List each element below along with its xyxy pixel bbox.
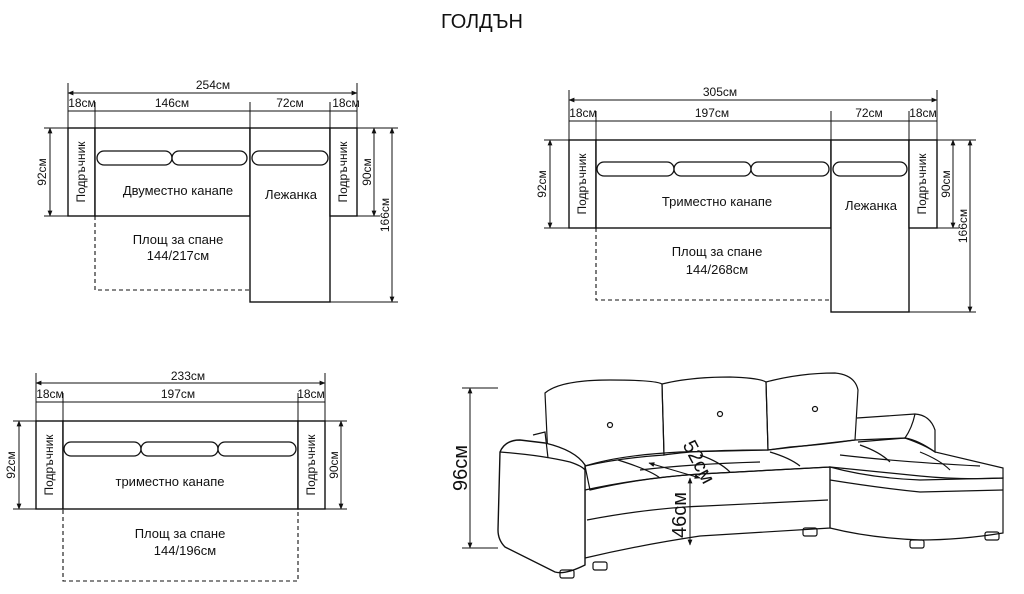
sofa-perspective-illustration: 96см 52см 46см xyxy=(450,372,1004,579)
depth-inner: 90см xyxy=(360,158,374,186)
sofa-label: Двуместно канапе xyxy=(123,183,233,198)
sofa-label: Триместно канапе xyxy=(662,194,772,209)
armrest-right-label: Подръчник xyxy=(304,434,318,496)
sleep-area-outline xyxy=(595,228,831,301)
armrest-right-label: Подръчник xyxy=(915,153,929,215)
sleep-area-label: Площ за спане xyxy=(133,232,224,247)
sleep-area-size: 144/217см xyxy=(147,248,209,263)
depth-left: 92см xyxy=(535,170,549,198)
total-width-label: 305см xyxy=(703,85,737,99)
depth-left: 92см xyxy=(4,451,18,479)
armrest-right xyxy=(908,139,938,229)
diagram-three-seater-corner: 305см 18см 197см 72см 18см Подръчник Под… xyxy=(535,85,976,313)
diagram-three-seater-straight: 233см 18см 197см 18см Подръчник Подръчни… xyxy=(4,369,347,582)
sleep-area-label: Площ за спане xyxy=(672,244,763,259)
depth-total: 166см xyxy=(956,209,970,243)
depth-right: 90см xyxy=(327,451,341,479)
diagram-two-seater-corner: 254см 18см 146см 72см 18см Подръчник Под… xyxy=(35,78,398,303)
armrest-left xyxy=(35,420,64,510)
lounger-label: Лежанка xyxy=(845,198,898,213)
lounger-width: 72см xyxy=(855,106,883,120)
sleep-area-outline xyxy=(62,508,299,582)
armrest-left-label: Подръчник xyxy=(575,153,589,215)
total-width-label: 233см xyxy=(171,369,205,383)
armrest-right-label: Подръчник xyxy=(336,141,350,203)
armrest-right-width: 18см xyxy=(297,387,325,401)
lounger-label: Лежанка xyxy=(265,187,318,202)
armrest-left-width: 18см xyxy=(569,106,597,120)
sofa-width: 197см xyxy=(161,387,195,401)
sleep-area-size: 144/268см xyxy=(686,262,748,277)
sofa-body xyxy=(595,139,832,229)
sofa-body xyxy=(94,127,251,217)
sofa-label: триместно канапе xyxy=(116,474,225,489)
sleep-area-size: 144/196см xyxy=(154,543,216,558)
armrest-left xyxy=(67,127,96,217)
armrest-right xyxy=(297,420,326,510)
armrest-left xyxy=(568,139,597,229)
back-cushion-2 xyxy=(661,376,769,456)
back-cushion-3 xyxy=(765,372,859,451)
armrest-right xyxy=(329,127,358,217)
armrest-right-width: 18см xyxy=(909,106,937,120)
page-title: ГОЛДЪН xyxy=(441,11,523,33)
sofa-body xyxy=(62,420,299,510)
seat-depth: 52см xyxy=(678,437,719,488)
depth-inner: 90см xyxy=(939,170,953,198)
depth-left: 92см xyxy=(35,158,49,186)
armrest-left-label: Подръчник xyxy=(42,434,56,496)
armrest-right-width: 18см xyxy=(332,96,360,110)
sleep-area-outline xyxy=(94,216,250,291)
lounger-width: 72см xyxy=(276,96,304,110)
armrest-left-width: 18см xyxy=(68,96,96,110)
total-width-label: 254см xyxy=(196,78,230,92)
chaise-front xyxy=(829,466,1004,541)
depth-total: 166см xyxy=(378,198,392,232)
height-total: 96см xyxy=(450,445,472,491)
sleep-area-label: Площ за спане xyxy=(135,526,226,541)
armrest-left-label: Подръчник xyxy=(74,141,88,203)
sofa-width: 146см xyxy=(155,96,189,110)
armrest-left-width: 18см xyxy=(36,387,64,401)
left-armrest xyxy=(497,439,586,574)
sofa-width: 197см xyxy=(695,106,729,120)
seat-height: 46см xyxy=(669,492,691,538)
